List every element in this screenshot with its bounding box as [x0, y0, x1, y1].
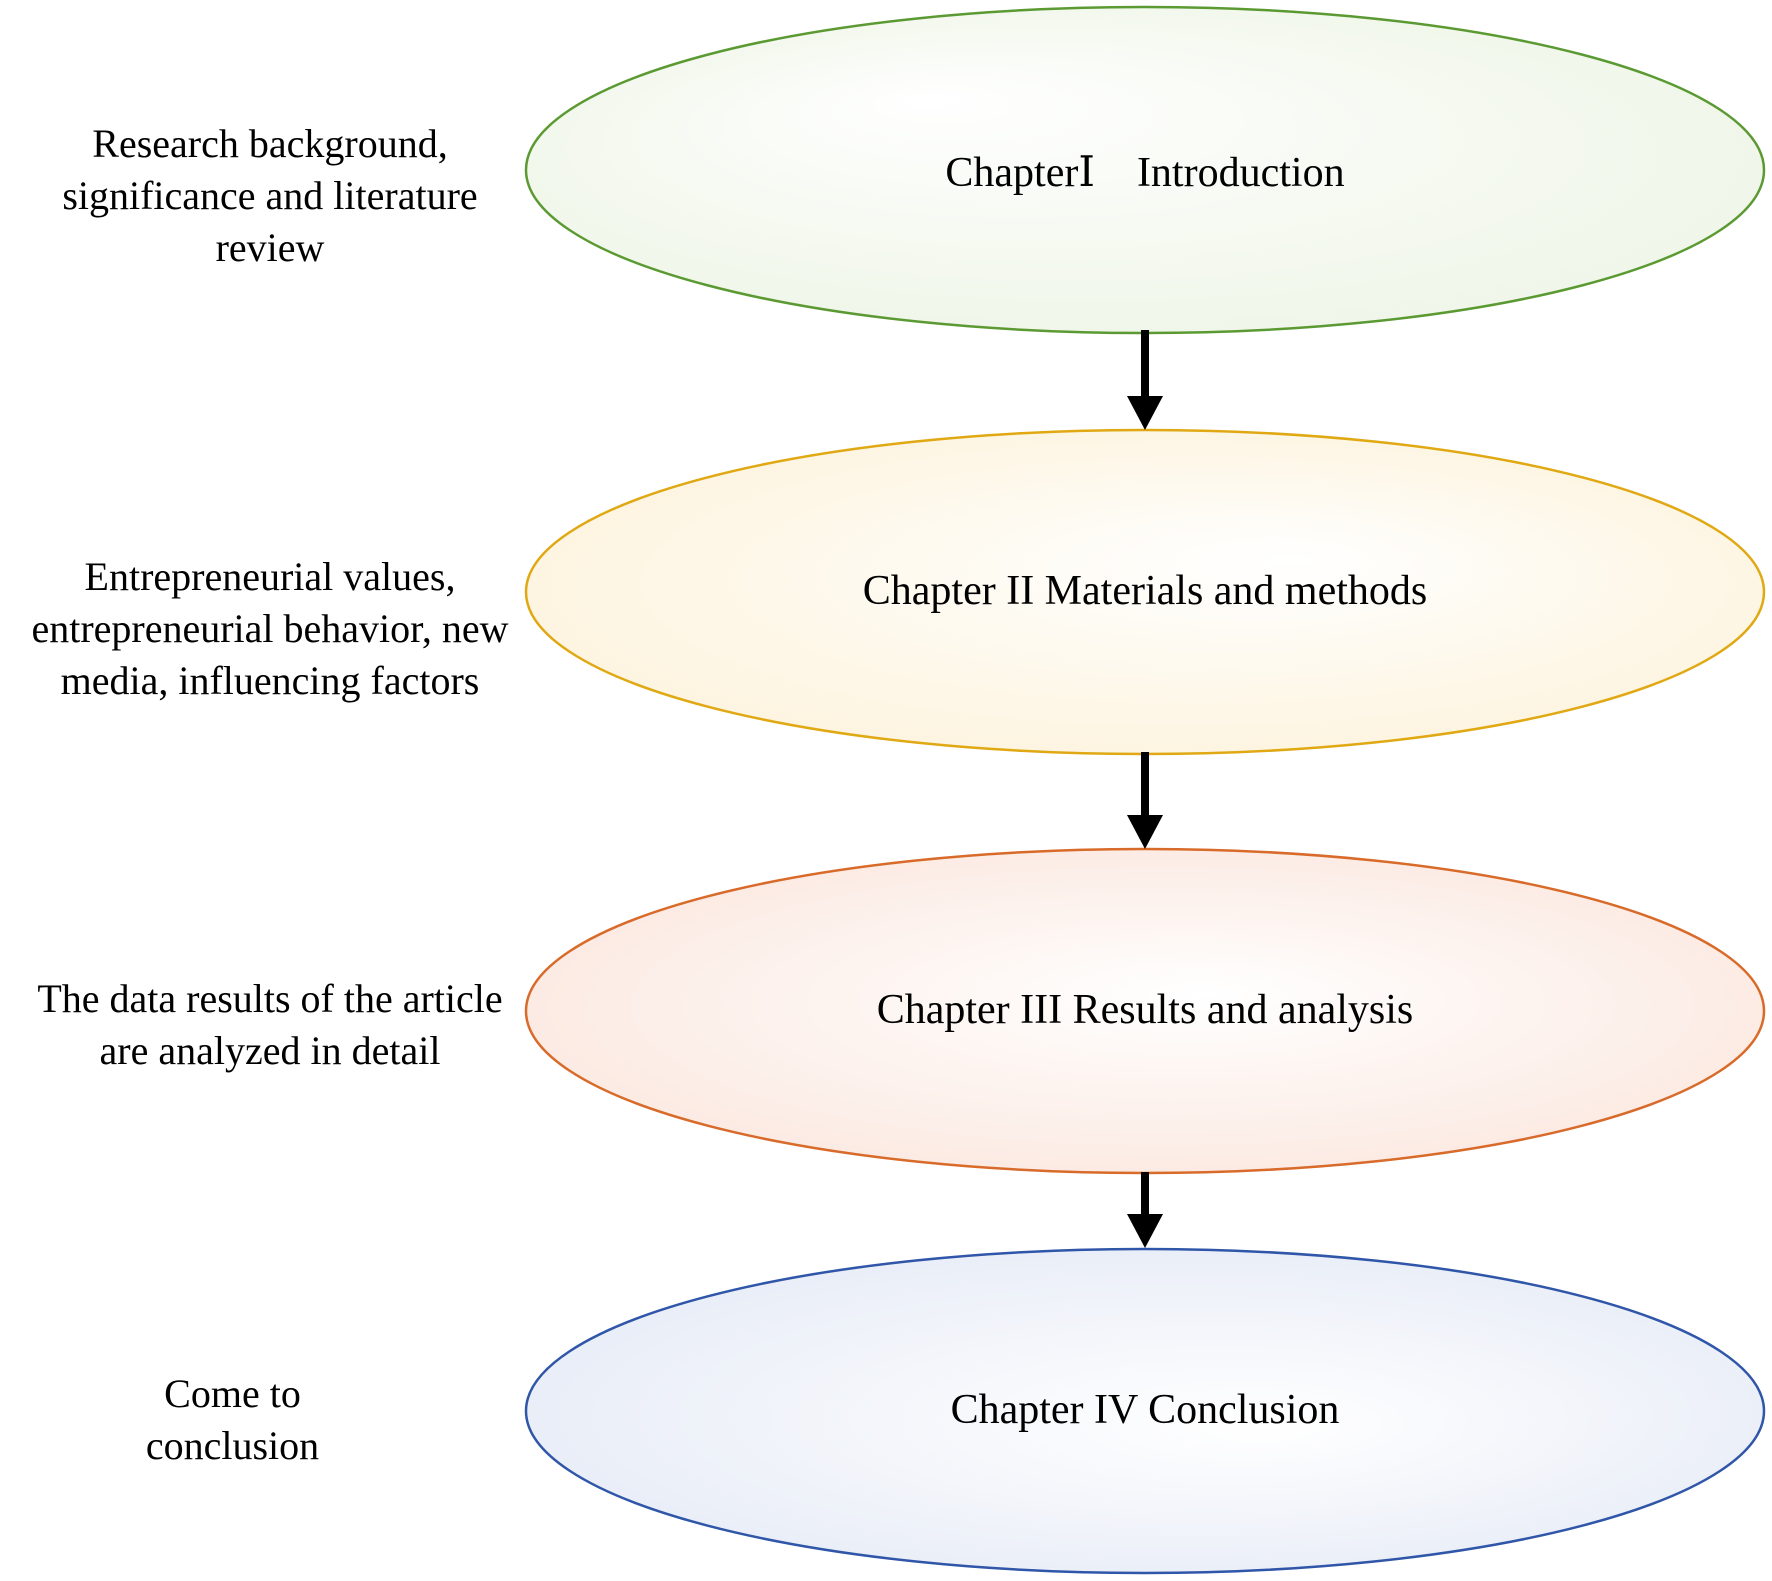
arrow-2-to-3 — [1127, 752, 1163, 849]
arrow-1-head — [1127, 396, 1163, 430]
chapter-3-label: Chapter III Results and analysis — [876, 987, 1414, 1033]
chapter-1-note: Research background,significance and lit… — [62, 121, 478, 270]
arrow-2-head — [1127, 815, 1163, 849]
arrow-1-to-2 — [1127, 330, 1163, 430]
chapter-2-note: Entrepreneurial values,entrepreneurial b… — [31, 554, 509, 703]
arrow-3-head — [1127, 1214, 1163, 1248]
chapter-1-label: ChapterⅠ Introduction — [945, 150, 1345, 196]
chapter-4-label: Chapter IV Conclusion — [950, 1387, 1340, 1433]
chapter-4-ellipse — [524, 1247, 1766, 1575]
chapter-2-label: Chapter II Materials and methods — [862, 568, 1428, 614]
arrow-3-to-4 — [1127, 1172, 1163, 1248]
